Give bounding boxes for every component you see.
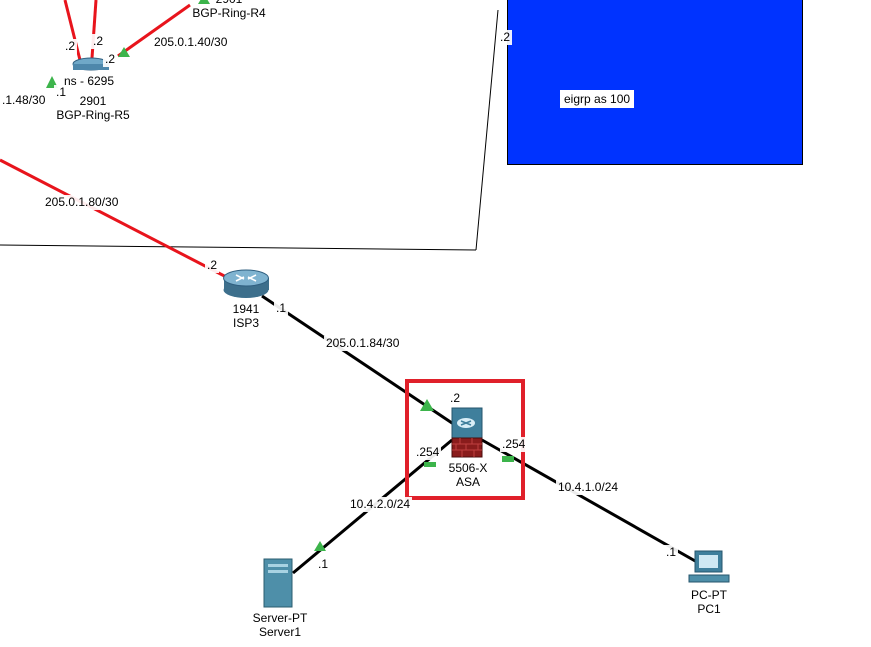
device-name: Server1 bbox=[258, 625, 302, 639]
device-label-asa[interactable]: 5506-X ASA bbox=[440, 461, 496, 489]
port-label: .2 bbox=[63, 39, 78, 54]
router-icon[interactable] bbox=[223, 269, 270, 298]
device-model: Server-PT bbox=[252, 611, 308, 625]
server-icon[interactable] bbox=[263, 558, 293, 608]
link-r5-up-1[interactable] bbox=[63, 0, 82, 61]
device-name: BGP-Ring-R4 bbox=[192, 6, 266, 20]
link-label-isp3-up: 205.0.1.80/30 bbox=[43, 195, 121, 210]
eigrp-cluster-area[interactable] bbox=[507, 0, 803, 165]
device-model: 2901 bbox=[186, 0, 272, 6]
port-label: .1 bbox=[316, 557, 331, 572]
pc-icon[interactable] bbox=[688, 550, 730, 583]
device-name: PC1 bbox=[697, 602, 721, 616]
port-up-icon bbox=[198, 0, 210, 4]
port-up-icon bbox=[502, 456, 514, 462]
link-r5-r4[interactable] bbox=[117, 3, 191, 58]
link-label-r4-r5: 205.0.1.40/30 bbox=[152, 35, 230, 50]
device-name: BGP-Ring-R5 bbox=[56, 108, 130, 122]
device-label-server[interactable]: Server-PT Server1 bbox=[244, 611, 316, 639]
port-up-icon bbox=[420, 399, 434, 411]
port-label: .254 bbox=[414, 445, 442, 460]
link-label-r5-left: .1.48/30 bbox=[0, 93, 48, 108]
device-label-isp3[interactable]: 1941 ISP3 bbox=[223, 302, 269, 330]
link-r5-up-2[interactable] bbox=[90, 0, 98, 59]
device-model: PC-PT bbox=[691, 588, 727, 602]
area-outline-right bbox=[475, 9, 499, 251]
firewall-icon[interactable] bbox=[451, 407, 483, 458]
device-name: ISP3 bbox=[232, 316, 259, 330]
device-model: 1941 bbox=[232, 302, 260, 316]
device-model: 2901 bbox=[79, 94, 107, 108]
port-label: .2 bbox=[91, 34, 106, 49]
port-label: .2 bbox=[498, 30, 513, 45]
link-isp3-asa[interactable] bbox=[261, 294, 456, 427]
port-up-icon bbox=[424, 462, 436, 467]
port-label: .2 bbox=[205, 258, 220, 273]
port-label: .1 bbox=[664, 545, 679, 560]
port-label: .2 bbox=[103, 52, 118, 67]
link-isp3-up[interactable] bbox=[0, 158, 237, 284]
link-label-asa-server: 10.4.2.0/24 bbox=[348, 497, 413, 512]
device-extra-label: ns - 6295 bbox=[64, 74, 115, 88]
device-name: ASA bbox=[455, 475, 480, 489]
device-label-r5[interactable]: 2901 BGP-Ring-R5 bbox=[48, 94, 138, 122]
port-label: .254 bbox=[500, 437, 528, 452]
cluster-label: eigrp as 100 bbox=[560, 90, 635, 108]
port-label: .1 bbox=[274, 301, 289, 316]
port-up-icon bbox=[118, 47, 130, 57]
port-label: .2 bbox=[448, 391, 463, 406]
link-label-isp3-asa: 205.0.1.84/30 bbox=[324, 336, 402, 351]
port-up-icon bbox=[314, 541, 326, 551]
area-outline-bottom bbox=[0, 244, 477, 251]
device-model: 5506-X bbox=[448, 461, 488, 475]
port-label: .1 bbox=[54, 85, 69, 100]
device-label-r4[interactable]: 2901 BGP-Ring-R4 bbox=[186, 0, 272, 20]
link-label-asa-pc: 10.4.1.0/24 bbox=[556, 480, 621, 495]
device-label-pc[interactable]: PC-PT PC1 bbox=[684, 588, 734, 616]
